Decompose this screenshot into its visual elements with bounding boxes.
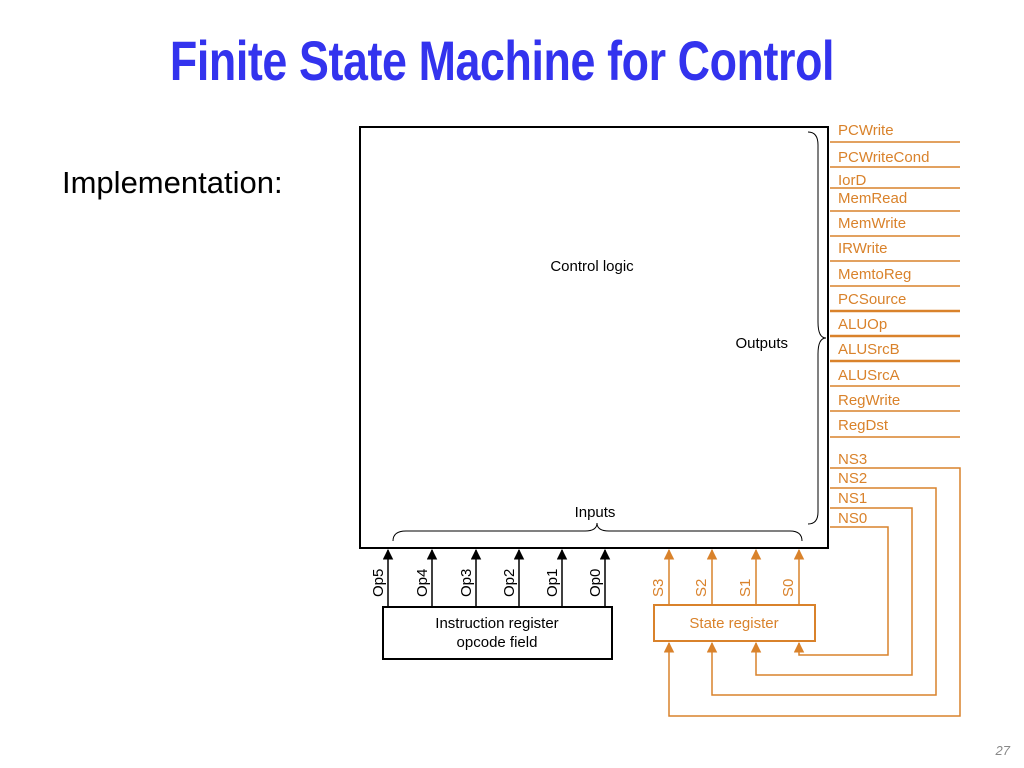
output-label: MemtoReg — [838, 266, 911, 283]
output-label: PCWrite — [838, 122, 894, 139]
state-label: S3 — [650, 579, 667, 597]
state-register-box — [653, 604, 816, 642]
output-label: RegDst — [838, 417, 889, 434]
ir-box-line2: opcode field — [457, 634, 538, 651]
page-number: 27 — [995, 743, 1010, 758]
state-label: S0 — [780, 579, 797, 597]
op-label: Op4 — [414, 569, 431, 597]
slide-title: Finite State Machine for Control — [169, 29, 835, 92]
output-label: IorD — [838, 172, 867, 189]
output-label: ALUSrcB — [838, 341, 900, 358]
op-label: Op5 — [370, 569, 387, 597]
output-label: IRWrite — [838, 240, 887, 257]
output-label: PCWriteCond — [838, 149, 929, 166]
output-label: ALUOp — [838, 316, 887, 333]
op-label: Op1 — [544, 569, 561, 597]
ns-label: NS3 — [838, 451, 867, 468]
ns0-wire — [793, 526, 889, 656]
output-label: PCSource — [838, 291, 906, 308]
output-label: ALUSrcA — [838, 367, 900, 384]
ns-label: NS1 — [838, 490, 867, 507]
instruction-register-box — [382, 606, 613, 660]
op-label: Op0 — [587, 569, 604, 597]
ns-label: NS2 — [838, 470, 867, 487]
outputs-label: Outputs — [735, 335, 788, 352]
output-signals: PCWrite PCWriteCond IorD MemRead MemWrit… — [830, 122, 960, 438]
output-label: MemRead — [838, 190, 907, 207]
state-inputs: S3 S2 S1 S0 — [650, 548, 805, 605]
state-register-label: State register — [689, 615, 778, 632]
opcode-inputs: Op5 Op4 Op3 Op2 Op1 Op0 — [370, 548, 611, 607]
op-label: Op2 — [501, 569, 518, 597]
state-label: S1 — [737, 579, 754, 597]
ns2-wire — [706, 487, 937, 696]
control-logic-label: Control logic — [550, 258, 634, 275]
outputs-brace — [807, 131, 827, 525]
state-label: S2 — [693, 579, 710, 597]
op-label: Op3 — [458, 569, 475, 597]
ns3-wire — [663, 467, 961, 717]
output-label: MemWrite — [838, 215, 906, 232]
ir-box-line1: Instruction register — [435, 615, 558, 632]
control-logic-box — [359, 126, 829, 549]
implementation-label: Implementation: — [62, 165, 283, 200]
inputs-brace — [392, 522, 803, 542]
inputs-label: Inputs — [575, 504, 616, 521]
ns1-wire — [750, 507, 913, 676]
next-state-signals: NS3 NS2 NS1 NS0 — [663, 451, 961, 717]
ns-label: NS0 — [838, 510, 867, 527]
output-label: RegWrite — [838, 392, 900, 409]
